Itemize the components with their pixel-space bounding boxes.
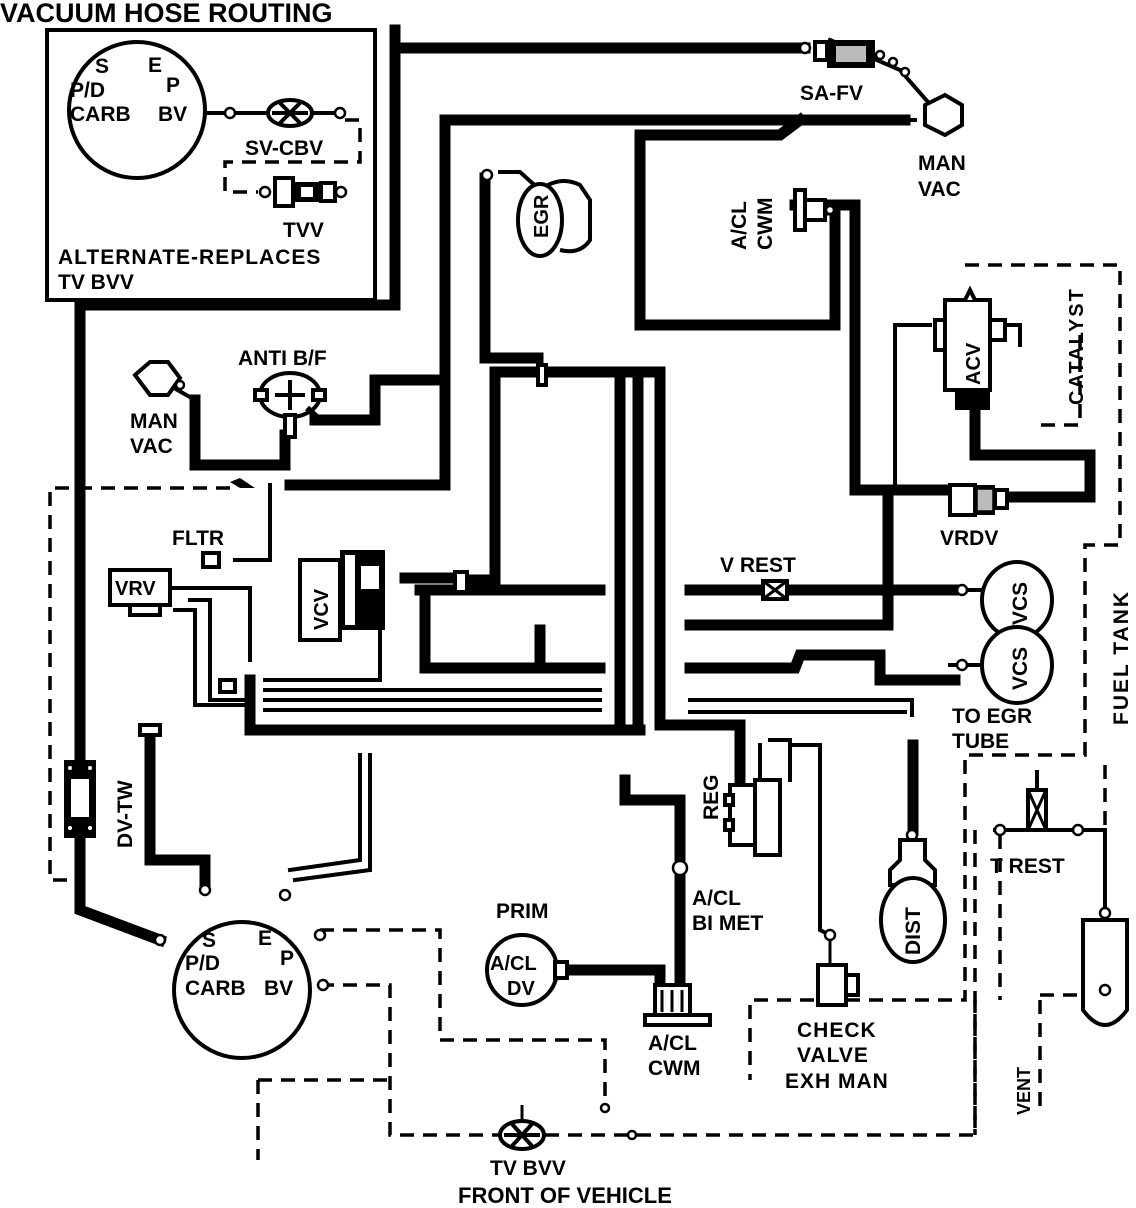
inset-carb-label-pd: P/D [70, 79, 105, 102]
check-valve-line1: CHECK [797, 1019, 877, 1042]
vrdv-valve: VRDV [940, 483, 1009, 550]
acl-cwm-bottom-line1: A/CL [648, 1032, 697, 1055]
inset-carb-label-p: P [166, 74, 180, 97]
carb-label-s: S [202, 929, 216, 952]
anti-bf-label: ANTI B/F [238, 347, 327, 370]
man-vac-left: MAN VAC [130, 360, 186, 458]
vent-label: VENT [1014, 1067, 1034, 1115]
acl-cwm-top-line2: CWM [754, 198, 777, 250]
inset-carb-label-carb: CARB [70, 103, 131, 126]
egr-label: EGR [531, 194, 553, 238]
vcs-lower: VCS [955, 625, 1054, 705]
fltr-vrv: FLTR VRV [108, 478, 255, 737]
check-valve-line2: VALVE [797, 1044, 869, 1067]
to-egr-tube-line1: TO EGR [952, 705, 1032, 728]
sv-cbv-label: SV-CBV [245, 137, 323, 160]
inset-carb-label-bv: BV [158, 103, 187, 126]
acl-bimet-line2: BI MET [692, 912, 763, 935]
acl-dv-line2: DV [507, 978, 535, 1000]
alternate-label-line1: ALTERNATE-REPLACES [58, 246, 321, 269]
fltr-label: FLTR [172, 527, 224, 550]
vrv-label: VRV [115, 578, 156, 600]
thick-hoses [74, 24, 1096, 1016]
vcv-label: VCV [311, 588, 333, 630]
tv-bvv-valve: TV BVV [490, 1102, 638, 1180]
reg-label: REG [700, 774, 723, 820]
main-carburetor: S E P P/D CARB BV [153, 883, 330, 1060]
distributor: DIST [879, 828, 947, 964]
sa-fv-valve: SA-FV [798, 40, 911, 105]
tv-bvv-label: TV BVV [490, 1157, 566, 1180]
inset-carburetor [67, 40, 207, 180]
acl-bimet-line1: A/CL [692, 887, 741, 910]
inset-carb-label-s: S [95, 55, 109, 78]
fuel-tank-label: FUEL TANK [1110, 590, 1133, 725]
dv-tw-label: DV-TW [114, 780, 137, 848]
egr-valve: EGR [480, 168, 592, 258]
front-of-vehicle-caption: FRONT OF VEHICLE [458, 1183, 672, 1208]
tvv-valve-icon [273, 176, 337, 208]
vcs-upper: VCS [955, 560, 1054, 640]
check-valve-line3: EXH MAN [785, 1070, 889, 1093]
acl-dv: PRIM A/CL DV [485, 900, 569, 1007]
man-vac-left-line2: VAC [130, 435, 173, 458]
man-vac-left-line1: MAN [130, 410, 178, 433]
man-vac-top-line1: MAN [918, 152, 966, 175]
carb-label-p: P [280, 947, 294, 970]
vcs-upper-label: VCS [1009, 582, 1032, 625]
diagram-title: VACUUM HOSE ROUTING [0, 0, 333, 28]
man-vac-top-line2: VAC [918, 178, 961, 201]
carb-label-e: E [258, 927, 272, 950]
prim-label: PRIM [496, 900, 549, 923]
vrdv-label: VRDV [940, 527, 998, 550]
vcv-valve: VCV [298, 363, 548, 642]
acl-bimet: A/CL BI MET [671, 859, 763, 935]
acl-dv-line1: A/CL [490, 953, 537, 975]
acv-label: ACV [963, 342, 985, 385]
reg-valve: REG [700, 774, 782, 857]
v-rest: V REST [720, 554, 796, 601]
man-vac-top: MAN VAC [918, 92, 966, 201]
t-rest: T REST [990, 770, 1085, 878]
check-valve: CHECK VALVE EXH MAN [785, 928, 889, 1093]
sv-cbv-valve-icon [266, 98, 314, 128]
t-rest-label: T REST [990, 855, 1065, 878]
v-rest-label: V REST [720, 554, 796, 577]
alternate-inset: S E P P/D CARB BV SV-CBV TVV ALTERNATE-R… [45, 28, 377, 302]
dashed-lines [48, 263, 1122, 1160]
to-egr-tube-line2: TUBE [952, 730, 1009, 753]
vcs-lower-label: VCS [1009, 647, 1032, 690]
inset-carb-label-e: E [148, 54, 162, 77]
carb-label-bv: BV [264, 977, 293, 1000]
carb-label-pd: P/D [185, 952, 220, 975]
dv-tw-valve: DV-TW [64, 760, 137, 848]
catalyst-label: CATALYST [1066, 287, 1088, 405]
tvv-label: TVV [283, 219, 324, 242]
acl-cwm-bottom-line2: CWM [648, 1057, 700, 1080]
anti-bf-valve: ANTI B/F [238, 347, 327, 439]
dist-label: DIST [902, 907, 925, 955]
acl-cwm-top: A/CL CWM [728, 188, 836, 250]
sa-fv-label: SA-FV [800, 82, 863, 105]
acl-cwm-bottom: A/CL CWM [643, 983, 712, 1080]
acl-cwm-top-line1: A/CL [728, 201, 751, 250]
canister [1081, 906, 1129, 1027]
carb-label-carb: CARB [185, 977, 246, 1000]
acv-valve: ACV [933, 285, 1007, 410]
alternate-label-line2: TV BVV [58, 271, 134, 294]
